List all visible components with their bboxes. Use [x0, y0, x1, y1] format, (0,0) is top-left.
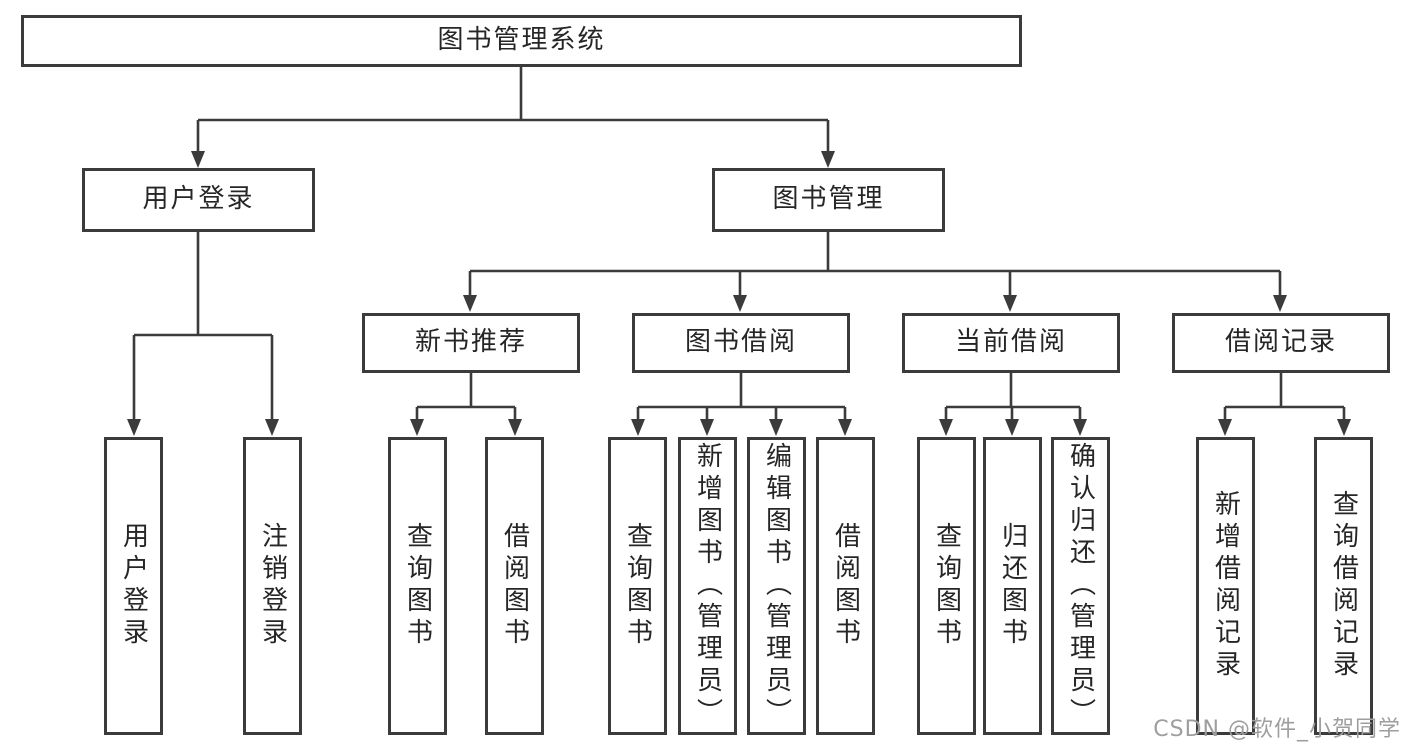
connector-borrow-record-children — [1223, 373, 1346, 422]
node-borrow-record: 借阅记录 — [1172, 313, 1390, 373]
node-leaf-borrow-book-1: 借阅图书 — [485, 437, 544, 735]
node-library-management-system: 图书管理系统 — [21, 15, 1022, 67]
node-leaf-query-borrow-record: 查询借阅记录 — [1314, 437, 1373, 735]
node-leaf-user-login: 用户登录 — [104, 437, 163, 735]
arrow-down-icon — [939, 419, 953, 436]
connector-book-mgmt-children — [468, 232, 1282, 298]
node-leaf-add-borrow-record: 新增借阅记录 — [1196, 437, 1255, 735]
node-book-borrow: 图书借阅 — [632, 313, 850, 373]
arrow-down-icon — [838, 419, 852, 436]
arrow-down-icon — [821, 151, 835, 168]
arrow-down-icon — [265, 419, 279, 436]
arrow-down-icon — [463, 295, 477, 312]
node-leaf-logout: 注销登录 — [243, 437, 302, 735]
arrow-down-icon — [1003, 295, 1017, 312]
arrow-down-icon — [631, 419, 645, 436]
arrow-down-icon — [769, 419, 783, 436]
arrow-down-icons — [127, 151, 1351, 436]
arrow-down-icon — [1218, 419, 1232, 436]
connector-book-borrow-children — [636, 373, 847, 422]
node-user-login-module: 用户登录 — [82, 168, 315, 232]
node-current-borrow: 当前借阅 — [902, 313, 1120, 373]
node-leaf-edit-book-admin: 编辑图书（管理员） — [747, 437, 806, 735]
node-leaf-return-book: 归还图书 — [983, 437, 1042, 735]
node-leaf-confirm-return-admin: 确认归还（管理员） — [1051, 437, 1110, 735]
connector-user-login-children — [132, 232, 274, 422]
arrow-down-icon — [127, 419, 141, 436]
arrow-down-icon — [191, 151, 205, 168]
connector-root-to-level2 — [196, 67, 830, 154]
arrow-down-icon — [733, 295, 747, 312]
node-new-book-recommend: 新书推荐 — [362, 313, 580, 373]
node-leaf-add-book-admin: 新增图书（管理员） — [678, 437, 737, 735]
arrow-down-icon — [700, 419, 714, 436]
csdn-watermark: CSDN @软件_小贺同学 — [1153, 717, 1401, 742]
arrow-down-icon — [1073, 419, 1087, 436]
arrow-down-icon — [508, 419, 522, 436]
connector-paths — [132, 67, 1346, 422]
node-leaf-query-book-2: 查询图书 — [608, 437, 667, 735]
connector-current-borrow-children — [944, 373, 1082, 422]
connector-new-book-children — [415, 373, 517, 422]
node-leaf-borrow-book-2: 借阅图书 — [816, 437, 875, 735]
arrow-down-icon — [410, 419, 424, 436]
node-book-management-module: 图书管理 — [712, 168, 945, 232]
arrow-down-icon — [1337, 419, 1351, 436]
node-leaf-query-book-1: 查询图书 — [388, 437, 447, 735]
node-leaf-query-book-3: 查询图书 — [917, 437, 976, 735]
arrow-down-icon — [1005, 419, 1019, 436]
arrow-down-icon — [1273, 295, 1287, 312]
